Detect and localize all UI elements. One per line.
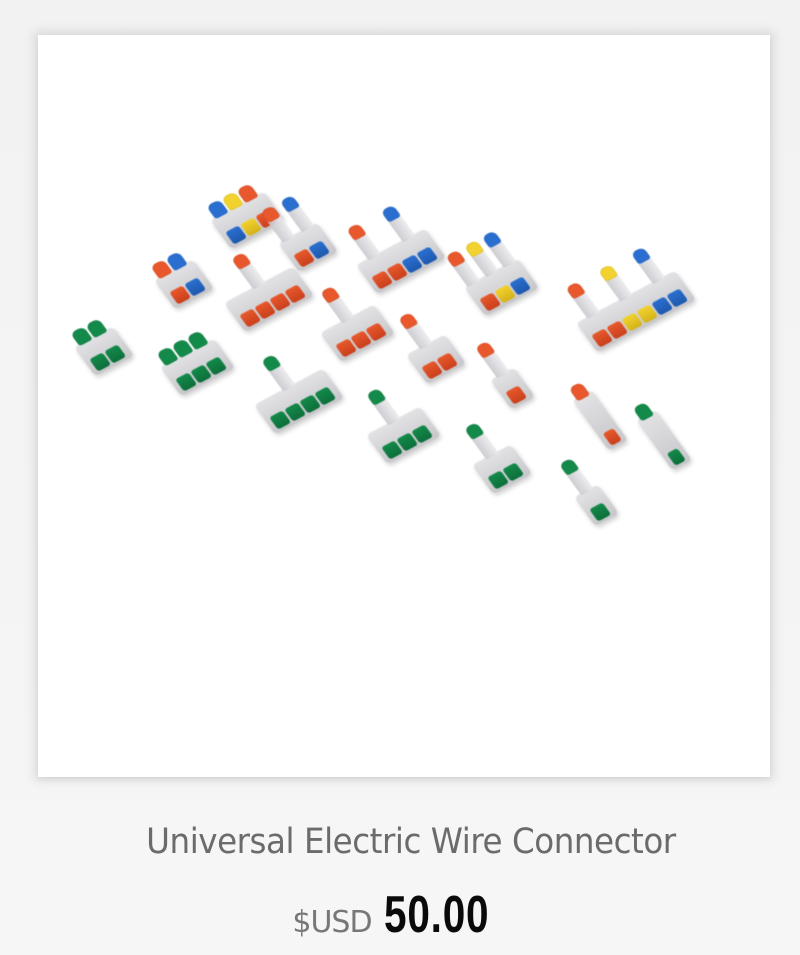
price-row: $USD 50.00 (0, 885, 800, 945)
currency-label: $USD (292, 905, 372, 940)
product-title[interactable]: Universal Electric Wire Connector (146, 822, 676, 862)
product-image-frame[interactable] (38, 35, 770, 777)
price-amount: 50.00 (383, 886, 490, 944)
product-image[interactable] (38, 35, 770, 777)
